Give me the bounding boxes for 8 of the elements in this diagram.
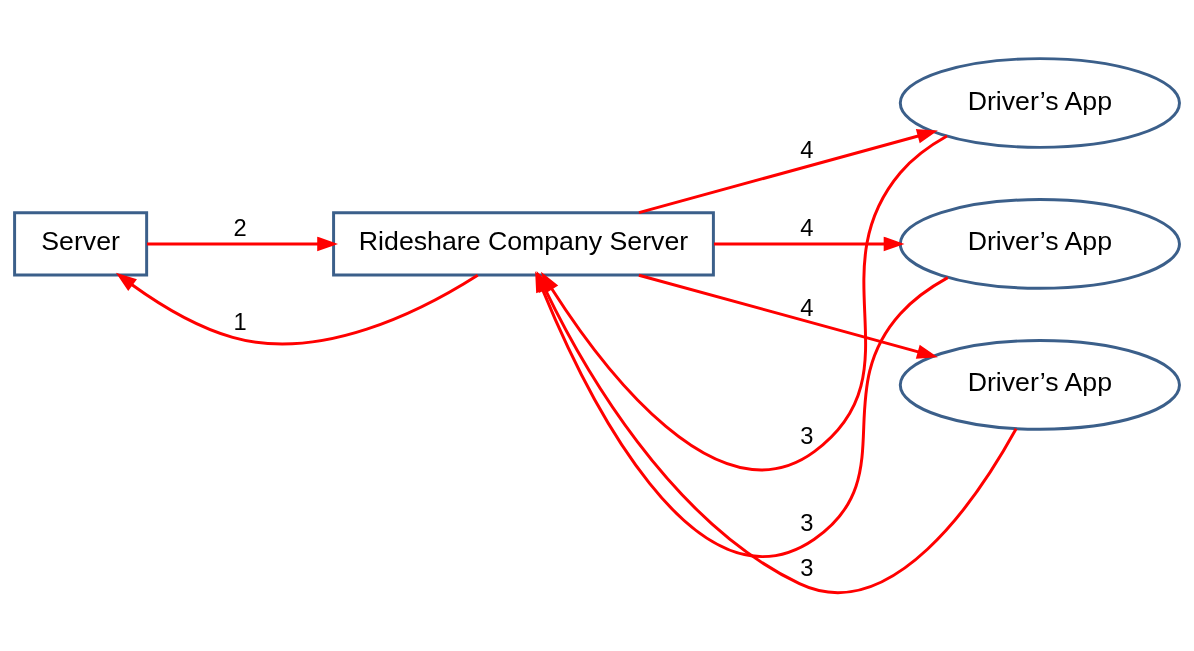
- edge-label: 3: [800, 509, 814, 536]
- edge-label: 1: [233, 308, 247, 335]
- edge-label: 4: [800, 214, 814, 241]
- edge-label: 3: [800, 554, 814, 581]
- edge-label: 2: [233, 214, 247, 241]
- edge-label: 4: [800, 294, 814, 321]
- edge-label: 3: [800, 422, 814, 449]
- edge-label: 4: [800, 136, 814, 163]
